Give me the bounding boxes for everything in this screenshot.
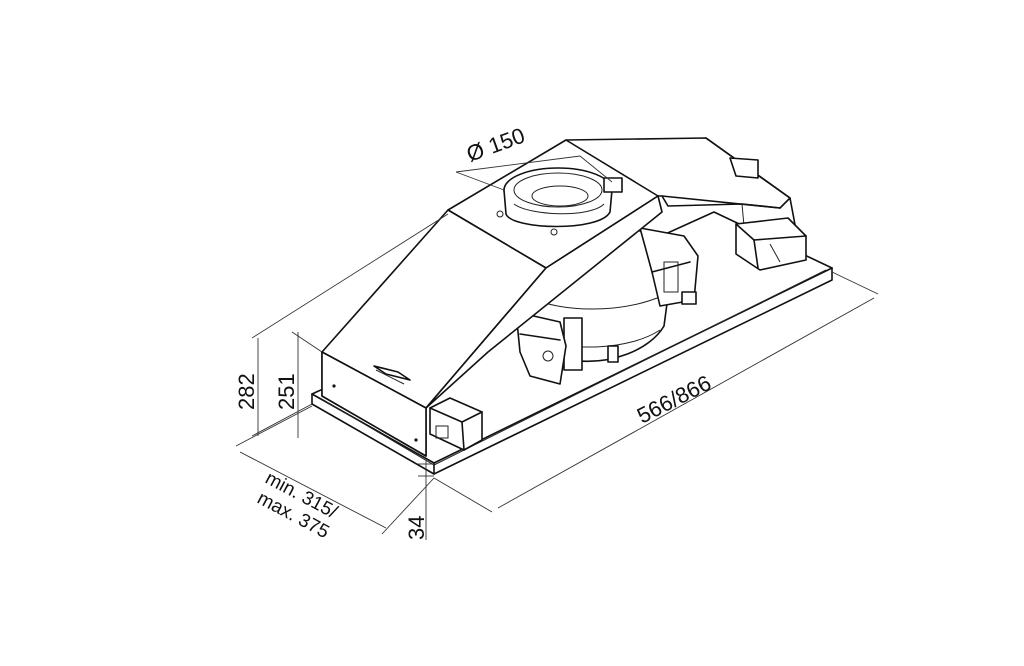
height-total-label: 282 — [234, 373, 259, 410]
plate-thickness-label: 34 — [404, 516, 429, 540]
diameter-label: Ø 150 — [463, 123, 528, 167]
length-label: 566/866 — [633, 370, 715, 428]
motor-bracket-left — [515, 311, 567, 385]
dimension-lines — [235, 155, 879, 540]
electronics-box — [429, 397, 483, 451]
height-body-label: 251 — [274, 373, 299, 410]
capacitor-block — [735, 217, 807, 271]
motor-bracket-right — [639, 227, 699, 307]
